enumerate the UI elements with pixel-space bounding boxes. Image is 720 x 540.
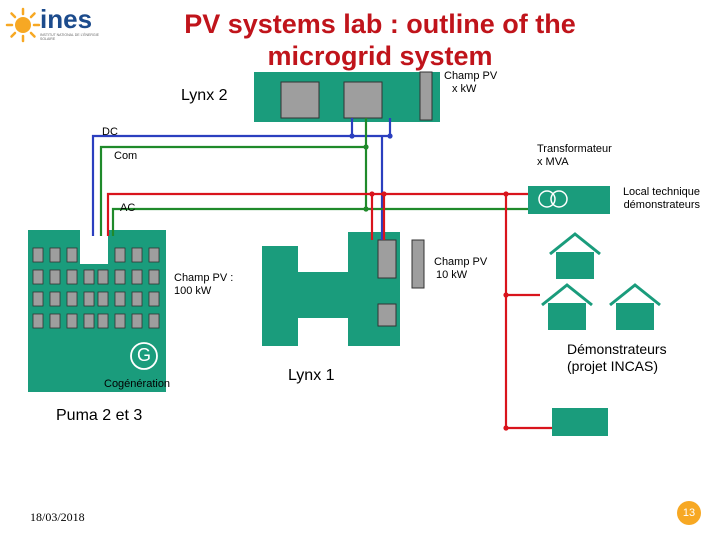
champ-pv-top-label-1: Champ PV — [444, 70, 498, 82]
house-icon-1 — [549, 232, 601, 279]
transformer-label-2: x MVA — [537, 156, 569, 168]
lynx2-label: Lynx 2 — [181, 87, 228, 104]
demonstrateurs-label-2: (projet INCAS) — [567, 358, 659, 374]
transformer-box — [528, 186, 610, 214]
lynx2-equipment-2 — [343, 81, 383, 119]
ines-logo — [4, 6, 104, 44]
champ-pv-10kw-label-1: Champ PV — [434, 256, 488, 268]
generator-icon — [130, 342, 158, 370]
champ-pv-100kw-label-1: Champ PV : — [174, 272, 234, 284]
champ-pv-10kw-panel — [411, 239, 425, 289]
champ-pv-10kw-label-2: 10 kW — [436, 269, 468, 281]
champ-pv-top-label-2: x kW — [452, 83, 477, 95]
champ-pv-100kw-label-2: 100 kW — [174, 285, 212, 297]
page-number-badge: 13 — [677, 501, 701, 525]
puma-pv-grid — [32, 247, 160, 329]
footer-date: 18/03/2018 — [30, 510, 85, 524]
storage-box — [552, 408, 608, 436]
house-icon-3 — [609, 283, 661, 330]
cogeneration-label: Cogénération — [104, 378, 171, 390]
lynx2-equipment-1 — [280, 81, 320, 119]
transformer-coil-icon-2 — [550, 190, 568, 208]
champ-pv-top-panel — [419, 71, 433, 121]
transformer-coil-icon-1 — [538, 190, 556, 208]
demonstrateurs-label-1: Démonstrateurs — [567, 341, 667, 357]
puma-label: Puma 2 et 3 — [56, 407, 143, 424]
house-icon-2 — [541, 283, 593, 330]
logo-subtitle: INSTITUT NATIONAL DE L'ÉNERGIE SOLAIRE — [40, 33, 99, 41]
logo-wordmark: ines — [40, 4, 93, 34]
page-title: PV systems lab : outline of the microgri… — [184, 9, 576, 71]
lynx1-building — [262, 232, 400, 346]
dc-bus — [91, 118, 392, 240]
com-bus — [99, 118, 528, 236]
sun-logo-icon — [5, 7, 41, 43]
cogeneration-unit — [108, 340, 166, 390]
generator-label: G — [136, 345, 151, 365]
transformer-label-1: Transformateur — [537, 143, 612, 155]
ac-label: AC — [120, 202, 136, 214]
local-technique-label-2: démonstrateurs — [623, 199, 700, 211]
lynx1-equipment-2 — [377, 303, 397, 327]
lynx1-label: Lynx 1 — [288, 367, 335, 384]
lynx1-equipment-1 — [377, 239, 397, 279]
dc-label: DC — [102, 126, 118, 138]
local-technique-label-1: Local technique — [622, 186, 700, 198]
com-label: Com — [114, 150, 138, 162]
